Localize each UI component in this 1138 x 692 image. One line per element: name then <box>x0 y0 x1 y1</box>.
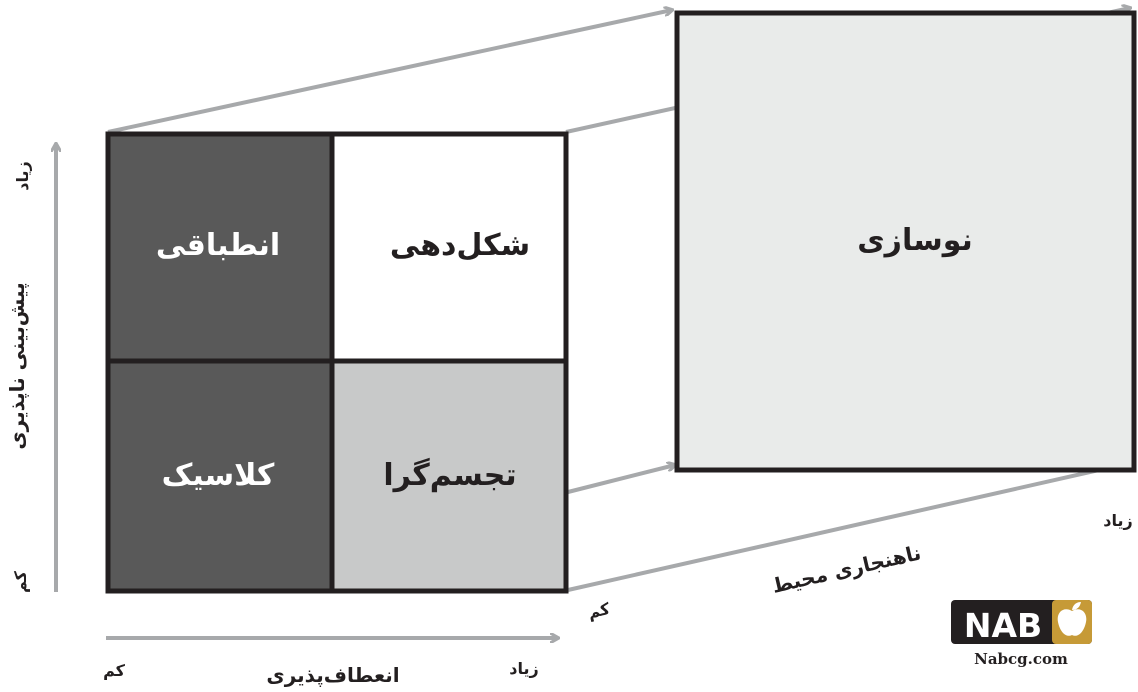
x-axis: کم زیاد انعطاف‌پذیری <box>103 638 558 688</box>
projection-arrow-bottom-right <box>567 463 1130 592</box>
x-axis-label: انعطاف‌پذیری <box>266 663 399 688</box>
y-axis: زیاد کم پیش‌بینی ناپذیری <box>5 144 56 593</box>
matrix: انطباقی شکل‌دهی کلاسیک تجسم‌گرا <box>105 131 569 594</box>
z-axis-high-tick: زیاد <box>1103 511 1132 530</box>
logo-site-text: Nabcg.com <box>974 650 1068 668</box>
x-axis-low-tick: کم <box>103 661 126 680</box>
y-axis-low-tick: کم <box>11 570 30 593</box>
projection-arrow-bottom-left <box>567 465 675 494</box>
cell-label-top-right: شکل‌دهی <box>390 228 530 263</box>
x-axis-high-tick: زیاد <box>509 659 538 678</box>
nab-logo: NAB Nabcg.com <box>951 600 1092 668</box>
cell-bottom-left <box>105 358 335 594</box>
apple-icon <box>1057 609 1087 636</box>
cell-label-bottom-right: تجسم‌گرا <box>383 457 516 493</box>
y-axis-high-tick: زیاد <box>13 161 32 190</box>
cell-top-right <box>329 131 569 364</box>
logo-brand-text: NAB <box>964 606 1042 645</box>
projection-arrow-top-left <box>107 10 672 134</box>
cell-bottom-right <box>329 358 569 594</box>
cell-label-top-left: انطباقی <box>156 228 280 263</box>
extension-box <box>674 10 1137 473</box>
y-axis-label: پیش‌بینی ناپذیری <box>5 282 30 449</box>
z-axis-label: ناهنجاری محیط <box>770 540 924 598</box>
apple-leaf-icon <box>1072 602 1081 610</box>
z-axis-low-tick: کم <box>586 599 612 623</box>
extension-label: نوسازی <box>857 223 973 258</box>
cell-label-bottom-left: کلاسیک <box>162 458 275 493</box>
